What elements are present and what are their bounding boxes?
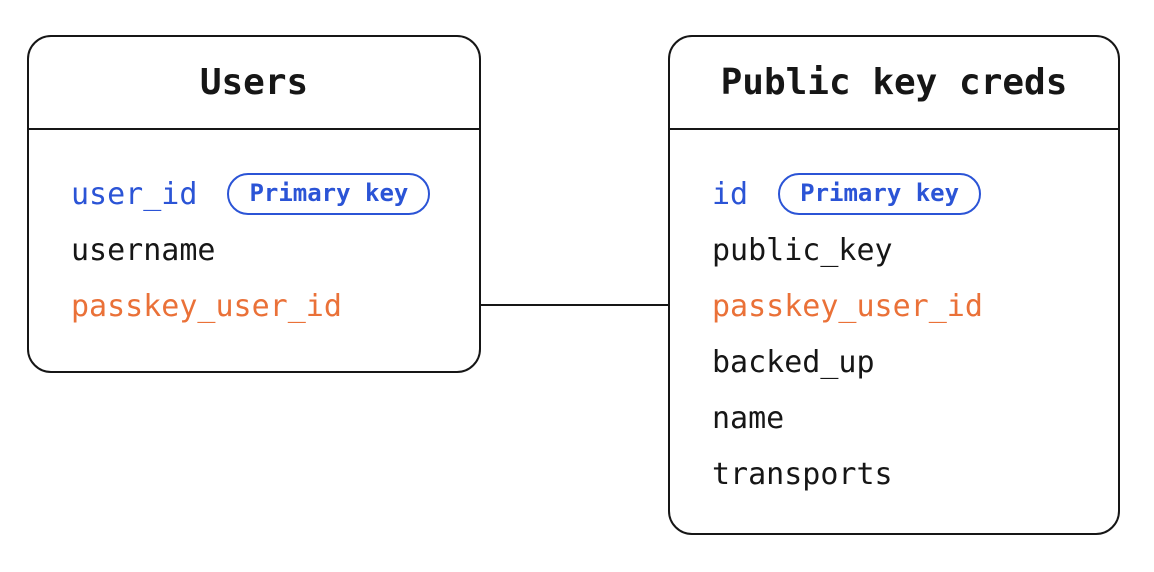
public-key-creds-table: Public key creds id Primary key public_k… (668, 35, 1120, 535)
field-name: transports (712, 456, 893, 492)
field-row-passkey-user-id: passkey_user_id (712, 278, 1118, 334)
field-name: passkey_user_id (712, 288, 983, 324)
users-table: Users user_id Primary key username passk… (27, 35, 481, 373)
primary-key-badge: Primary key (227, 173, 431, 215)
field-row-user-id: user_id Primary key (71, 166, 479, 222)
field-row-username: username (71, 222, 479, 278)
field-row-backed-up: backed_up (712, 334, 1118, 390)
field-row-name: name (712, 390, 1118, 446)
field-name: public_key (712, 232, 893, 268)
field-row-public-key: public_key (712, 222, 1118, 278)
field-row-id: id Primary key (712, 166, 1118, 222)
field-name: id (712, 176, 749, 212)
relationship-line (481, 304, 668, 306)
users-table-title: Users (199, 62, 309, 103)
users-table-header: Users (29, 37, 479, 130)
public-key-creds-table-header: Public key creds (670, 37, 1118, 130)
public-key-creds-table-fields: id Primary key public_key passkey_user_i… (670, 130, 1118, 502)
field-row-passkey-user-id: passkey_user_id (71, 278, 479, 334)
public-key-creds-table-title: Public key creds (720, 62, 1068, 103)
field-row-transports: transports (712, 446, 1118, 502)
primary-key-badge: Primary key (778, 173, 982, 215)
field-name: passkey_user_id (71, 288, 342, 324)
field-name: user_id (71, 176, 198, 212)
field-name: backed_up (712, 344, 875, 380)
field-name: username (71, 232, 216, 268)
field-name: name (712, 400, 785, 436)
users-table-fields: user_id Primary key username passkey_use… (29, 130, 479, 334)
